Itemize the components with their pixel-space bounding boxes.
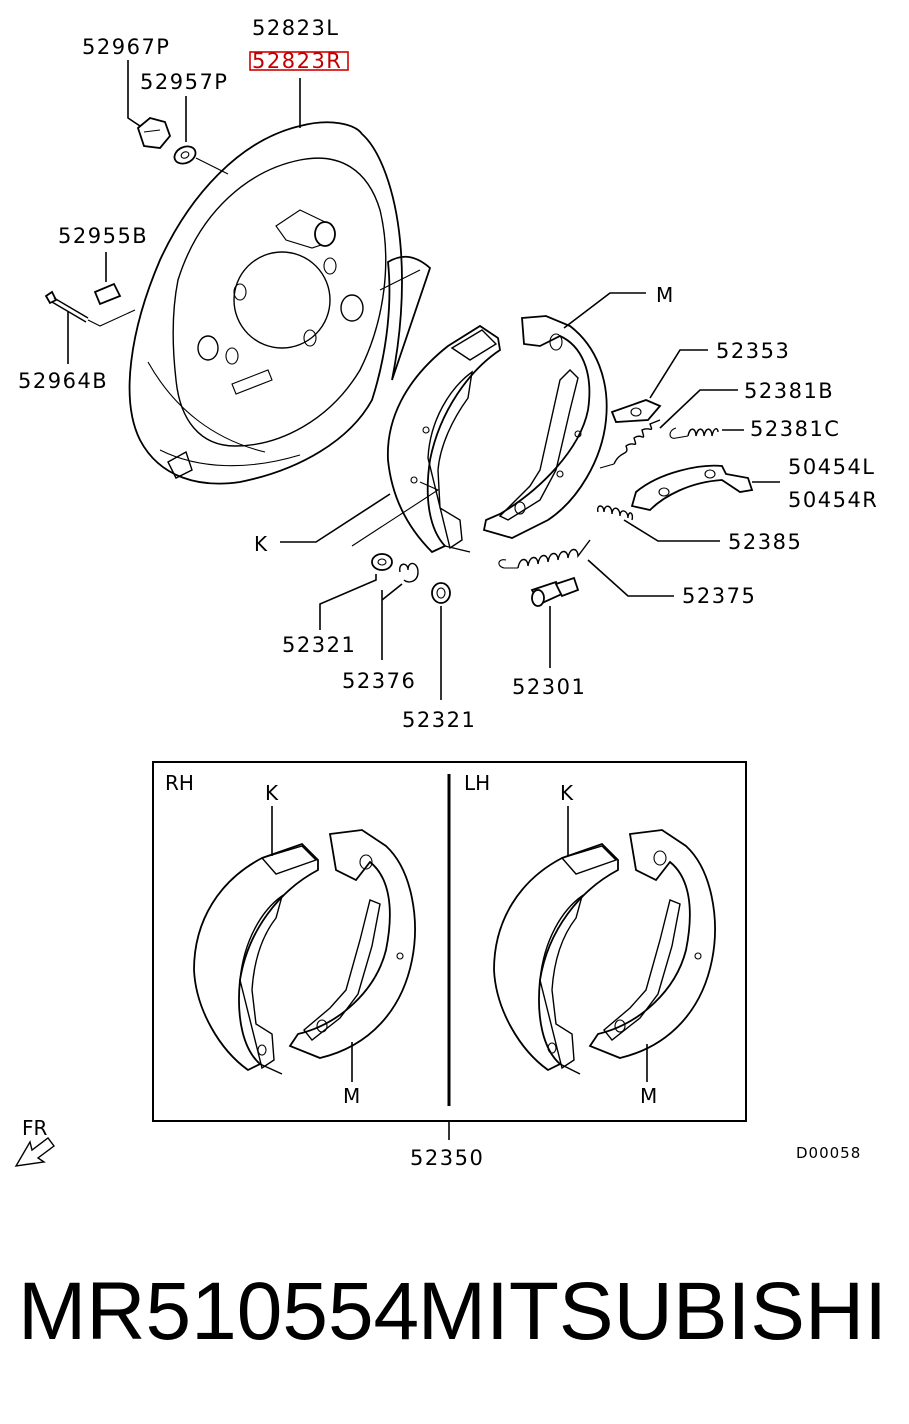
callout-52321-b: 52321 xyxy=(402,708,476,732)
spring-52375: 52375 xyxy=(498,539,756,608)
brake-shoe-K: K xyxy=(254,324,501,556)
brand-name: MITSUBISHI xyxy=(417,1266,887,1357)
plate-52353: 52353 xyxy=(610,339,790,423)
callout-52376: 52376 xyxy=(342,669,416,693)
label-K-rh: K xyxy=(265,781,279,805)
callout-52823L: 52823L xyxy=(252,16,340,40)
callout-52955B: 52955B xyxy=(58,224,148,248)
product-caption: MR510554 MITSUBISHI xyxy=(0,1262,909,1372)
adjuster-52301: 52301 xyxy=(512,576,586,699)
front-direction-indicator: FR xyxy=(14,1116,55,1167)
highlight-box xyxy=(249,51,349,71)
callout-52967P: 52967P xyxy=(82,35,170,59)
bolt-52964B: 52964B xyxy=(18,290,136,393)
callout-52381B: 52381B xyxy=(744,379,834,403)
label-FR: FR xyxy=(22,1116,48,1140)
label-K-lh: K xyxy=(560,781,574,805)
callout-50454R: 50454R xyxy=(788,488,878,512)
washer-52957P: 52957P xyxy=(140,70,229,175)
callout-shoe-set: 52350 xyxy=(410,1122,484,1170)
callout-52823: 52823L 52823R xyxy=(249,16,349,128)
label-M-lh: M xyxy=(640,1084,657,1108)
label-M-rh: M xyxy=(343,1084,360,1108)
nut-52967P: 52967P xyxy=(82,35,172,149)
callout-52321-a: 52321 xyxy=(282,633,356,657)
small-parts: 52321 52376 52321 xyxy=(282,553,476,732)
callout-52823R: 52823R xyxy=(252,49,342,73)
lh-shoe-pair: K M xyxy=(493,781,716,1108)
callout-50454L: 50454L xyxy=(788,455,876,479)
spring-52385: 52385 xyxy=(596,505,802,554)
callout-52957P: 52957P xyxy=(140,70,228,94)
part-number: MR510554 xyxy=(18,1266,420,1357)
brake-shoe-M: M xyxy=(482,283,673,539)
label-LH: LH xyxy=(464,771,490,795)
callout-52964B: 52964B xyxy=(18,369,108,393)
label-K-main: K xyxy=(254,532,268,556)
rh-shoe-pair: K M xyxy=(193,781,416,1108)
lever-50454: 50454L 50454R xyxy=(630,455,878,512)
shoe-set-inset: RH LH K M xyxy=(152,761,747,1122)
callout-52381C: 52381C xyxy=(750,417,840,441)
callout-52350: 52350 xyxy=(410,1146,484,1170)
callout-52375: 52375 xyxy=(682,584,756,608)
spring-52381B: 52381B xyxy=(599,379,834,469)
callout-52301: 52301 xyxy=(512,675,586,699)
callout-52353: 52353 xyxy=(716,339,790,363)
front-arrow-icon xyxy=(14,1137,55,1167)
callout-52385: 52385 xyxy=(728,530,802,554)
label-M-top: M xyxy=(656,283,673,307)
clip-52955B: 52955B xyxy=(58,224,148,306)
spring-52381C: 52381C xyxy=(669,417,840,441)
label-RH: RH xyxy=(165,771,194,795)
drawing-code: D00058 xyxy=(796,1144,861,1162)
backing-plate xyxy=(128,121,432,485)
